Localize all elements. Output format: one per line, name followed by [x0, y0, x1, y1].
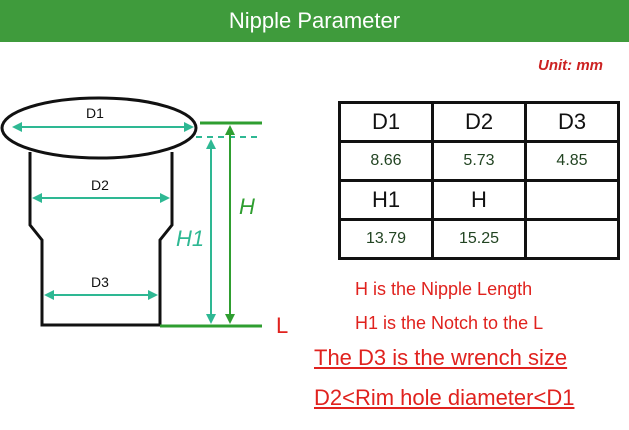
table-cell: 13.79	[338, 218, 434, 260]
table-row: 8.66 5.73 4.85	[338, 140, 620, 182]
table-cell: D1	[338, 101, 434, 143]
table-row: D1 D2 D3	[338, 101, 620, 143]
table-cell	[524, 179, 620, 221]
note-notch: H1 is the Notch to the L	[355, 313, 544, 333]
h-label: H	[239, 194, 255, 219]
table-cell: H1	[338, 179, 434, 221]
table-cell: 4.85	[524, 140, 620, 182]
note-nipple-length: H is the Nipple Length	[355, 279, 533, 299]
table-cell: D3	[524, 101, 620, 143]
table-cell: 5.73	[431, 140, 527, 182]
nipple-body-outline	[28, 152, 174, 327]
table-cell: D2	[431, 101, 527, 143]
note-wrench-size: The D3 is the wrench size	[314, 345, 568, 370]
d3-label: D3	[91, 274, 109, 290]
table-cell: 8.66	[338, 140, 434, 182]
table-cell: H	[431, 179, 527, 221]
l-label: L	[276, 313, 288, 338]
nipple-head-outline	[0, 96, 198, 160]
d1-label: D1	[86, 105, 104, 121]
parameter-table: D1 D2 D3 8.66 5.73 4.85 H1 H 13.79 15.25	[338, 101, 620, 260]
table-row: 13.79 15.25	[338, 218, 620, 260]
table-cell	[524, 218, 620, 260]
note-rim-hole: D2<Rim hole diameter<D1	[314, 385, 575, 410]
unit-label: Unit: mm	[538, 57, 603, 74]
page-title: Nipple Parameter	[228, 8, 401, 33]
h1-label: H1	[176, 226, 204, 251]
title-banner: Nipple Parameter	[0, 0, 629, 42]
table-row: H1 H	[338, 179, 620, 221]
d2-label: D2	[91, 177, 109, 193]
table-cell: 15.25	[431, 218, 527, 260]
